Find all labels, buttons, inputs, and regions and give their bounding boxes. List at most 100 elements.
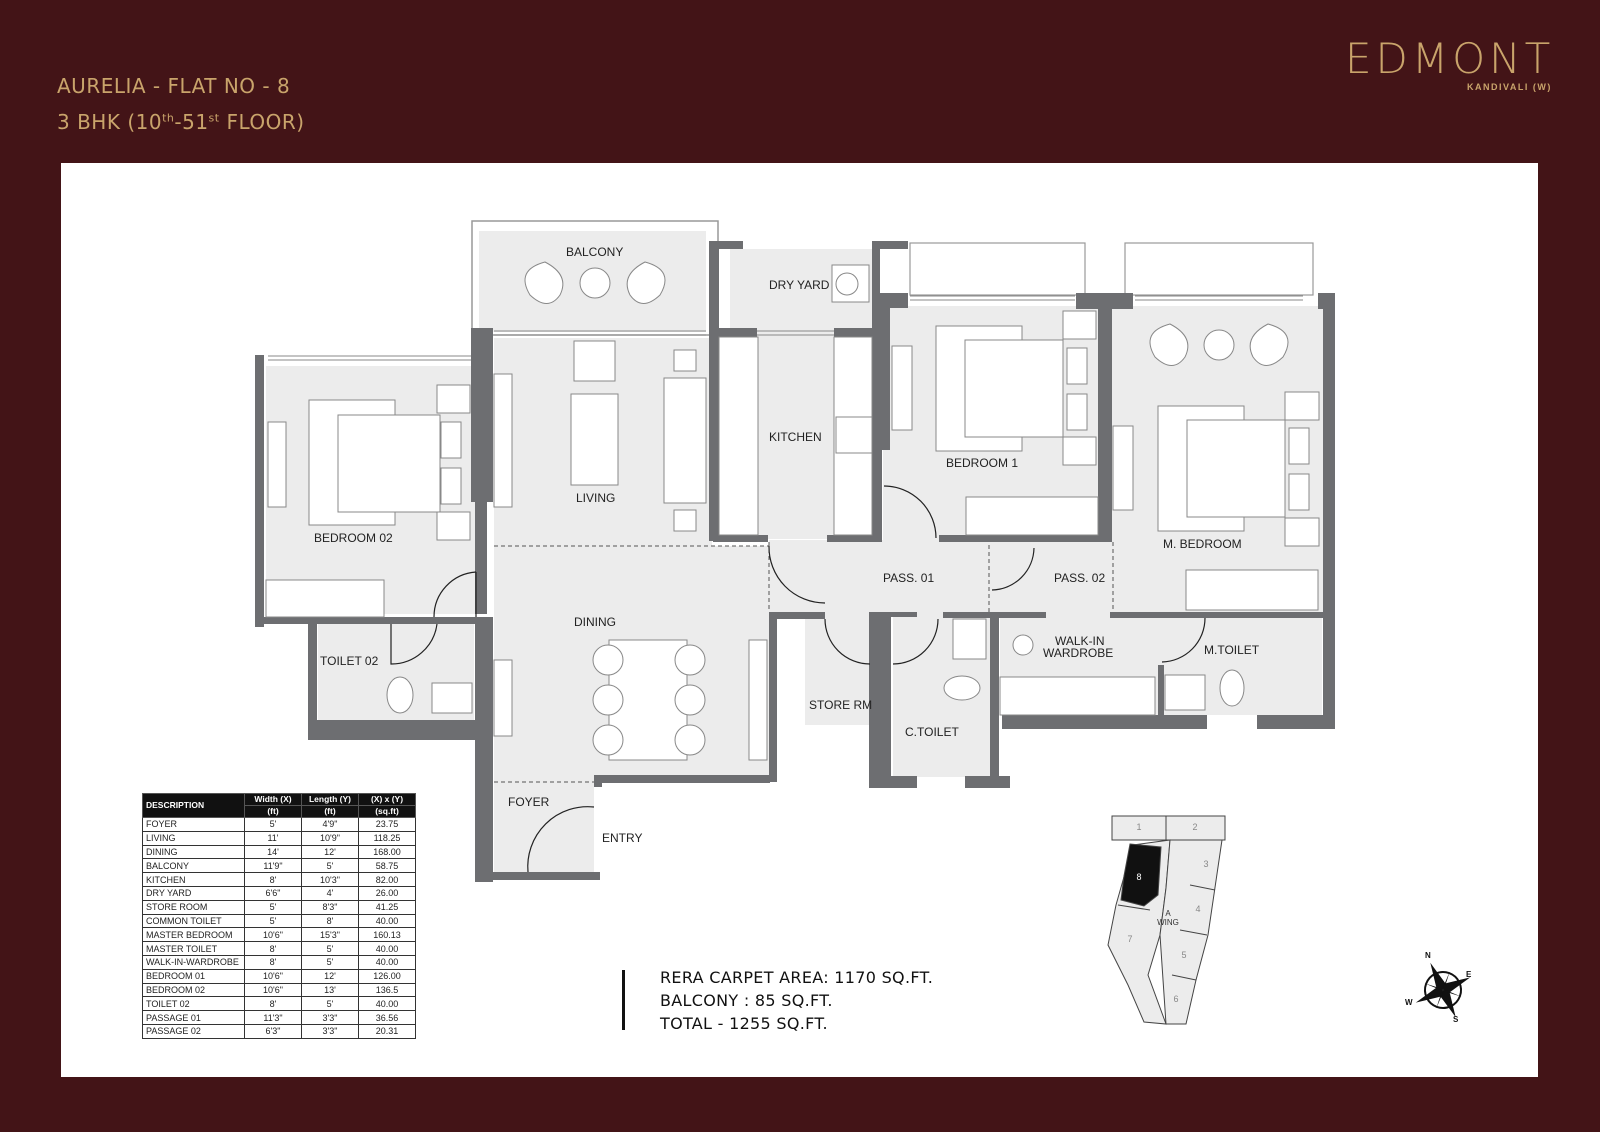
cell-area: 136.5 xyxy=(358,982,416,998)
table-header-length: Length (Y) xyxy=(301,793,359,806)
label-pass-01: PASS. 01 xyxy=(883,571,934,585)
cell-area: 20.31 xyxy=(358,1023,416,1039)
cell-length: 10'9" xyxy=(301,830,359,846)
area-summary-divider xyxy=(622,970,625,1030)
cell-width: 10'6" xyxy=(244,982,302,998)
cell-width: 5' xyxy=(244,899,302,915)
cell-area: 36.56 xyxy=(358,1010,416,1025)
cell-length: 5' xyxy=(301,941,359,956)
cell-width: 8' xyxy=(244,941,302,956)
cell-description: KITCHEN xyxy=(142,872,245,887)
balcony-area: BALCONY : 85 SQ.FT. xyxy=(660,991,833,1010)
cell-length: 4' xyxy=(301,885,359,901)
cell-width: 8' xyxy=(244,954,302,970)
subtitle-suffix: FLOOR) xyxy=(219,110,305,134)
label-pass-02: PASS. 02 xyxy=(1054,571,1105,585)
cell-length: 10'3" xyxy=(301,872,359,887)
table-unit-length: (ft) xyxy=(301,805,359,818)
table-unit-area: (sq.ft) xyxy=(358,805,416,818)
label-wardrobe: WARDROBE xyxy=(1043,646,1113,660)
cell-description: PASSAGE 01 xyxy=(142,1010,245,1025)
compass-w: W xyxy=(1405,998,1413,1007)
label-entry: ENTRY xyxy=(602,831,642,845)
key-wing-label: WING xyxy=(1157,918,1179,927)
label-master-bedroom: M. BEDROOM xyxy=(1163,537,1242,551)
cell-description: WALK-IN-WARDROBE xyxy=(142,954,245,970)
cell-description: MASTER BEDROOM xyxy=(142,927,245,943)
cell-area: 40.00 xyxy=(358,996,416,1012)
cell-width: 14' xyxy=(244,844,302,860)
table-header-description: DESCRIPTION xyxy=(142,793,245,818)
cell-length: 8' xyxy=(301,913,359,929)
cell-area: 23.75 xyxy=(358,817,416,832)
key-flat-2: 2 xyxy=(1192,822,1197,832)
subtitle-sup-th: th xyxy=(162,111,175,125)
table-unit-width: (ft) xyxy=(244,805,302,818)
subtitle-sup-st: st xyxy=(208,111,220,125)
cell-description: BEDROOM 01 xyxy=(142,968,245,984)
cell-area: 40.00 xyxy=(358,954,416,970)
key-flat-6: 6 xyxy=(1173,994,1178,1004)
rera-carpet-area: RERA CARPET AREA: 1170 SQ.FT. xyxy=(660,968,934,987)
brand-logo: EDMONT xyxy=(1345,34,1555,83)
cell-length: 12' xyxy=(301,844,359,860)
cell-area: 40.00 xyxy=(358,913,416,929)
cell-area: 82.00 xyxy=(358,872,416,887)
brand-location: KANDIVALI (W) xyxy=(1467,82,1552,92)
cell-description: FOYER xyxy=(142,817,245,832)
key-flat-5: 5 xyxy=(1181,950,1186,960)
cell-length: 3'3" xyxy=(301,1023,359,1039)
key-flat-4: 4 xyxy=(1195,904,1200,914)
table-units-row: (ft) (ft) (sq.ft) xyxy=(143,805,416,818)
cell-area: 160.13 xyxy=(358,927,416,943)
cell-width: 8' xyxy=(244,872,302,887)
cell-description: DINING xyxy=(142,844,245,860)
cell-length: 5' xyxy=(301,954,359,970)
label-dry-yard: DRY YARD xyxy=(769,278,830,292)
key-plan xyxy=(1107,815,1226,1025)
key-flat-8-highlighted: 8 xyxy=(1136,872,1141,882)
cell-length: 5' xyxy=(301,996,359,1012)
cell-width: 11' xyxy=(244,830,302,846)
cell-area: 40.00 xyxy=(358,941,416,956)
cell-width: 5' xyxy=(244,817,302,832)
plan-title: AURELIA - FLAT NO - 8 xyxy=(57,74,291,98)
label-foyer: FOYER xyxy=(508,795,550,809)
cell-description: BALCONY xyxy=(142,858,245,874)
label-c-toilet: C.TOILET xyxy=(905,725,959,739)
cell-length: 5' xyxy=(301,858,359,874)
cell-description: MASTER TOILET xyxy=(142,941,245,956)
cell-length: 3'3" xyxy=(301,1010,359,1025)
cell-length: 8'3" xyxy=(301,899,359,915)
label-bedroom-02: BEDROOM 02 xyxy=(314,531,393,545)
cell-width: 6'3" xyxy=(244,1023,302,1039)
label-toilet-02: TOILET 02 xyxy=(320,654,379,668)
cell-width: 10'6" xyxy=(244,968,302,984)
key-flat-1: 1 xyxy=(1136,822,1141,832)
label-balcony: BALCONY xyxy=(566,245,623,259)
room-dimensions-table: DESCRIPTION Width (X) Length (Y) (X) x (… xyxy=(142,793,416,1039)
cell-width: 11'9" xyxy=(244,858,302,874)
cell-length: 15'3" xyxy=(301,927,359,943)
table-header-row: DESCRIPTION Width (X) Length (Y) (X) x (… xyxy=(142,793,416,818)
cell-width: 11'3" xyxy=(244,1010,302,1025)
table-header-area: (X) x (Y) xyxy=(358,793,416,806)
cell-area: 41.25 xyxy=(358,899,416,915)
cell-area: 126.00 xyxy=(358,968,416,984)
plan-subtitle: 3 BHK (10th-51st FLOOR) xyxy=(57,110,305,134)
label-store-rm: STORE RM xyxy=(809,698,872,712)
